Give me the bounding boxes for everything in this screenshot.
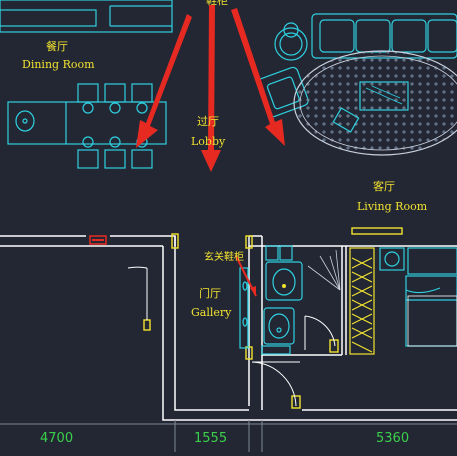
dimension-1555: 1555	[194, 431, 227, 446]
dining-chairs	[77, 83, 153, 169]
circulation-arrows	[136, 5, 285, 172]
dining-area	[0, 0, 173, 169]
dimension-line	[0, 420, 457, 452]
dimension-4700: 4700	[40, 431, 73, 446]
door-swings	[127, 266, 336, 407]
lobby-label-cn: 过厅	[197, 115, 219, 128]
arrow-left	[136, 14, 192, 148]
arrow-right	[231, 8, 285, 146]
gallery-label-en: Gallery	[191, 306, 232, 319]
coffee-table	[359, 81, 409, 111]
gallery-fixtures	[239, 245, 341, 355]
wardrobe	[349, 247, 375, 355]
wall-marker	[89, 235, 107, 245]
shoe-cabinet-label: 玄关鞋柜	[204, 250, 244, 263]
toilet-icon	[265, 261, 303, 301]
arrow-middle	[201, 5, 221, 172]
top-cut-label: 鞋柜	[206, 0, 228, 7]
lobby-label-en: Lobby	[191, 135, 226, 148]
basin-icon	[263, 307, 295, 345]
sink-icon	[15, 110, 35, 132]
dining-cabinet	[0, 0, 173, 33]
dining-label-cn: 餐厅	[46, 39, 68, 53]
living-label-en: Living Room	[357, 200, 428, 213]
area-rug	[293, 50, 457, 156]
bedroom-furniture	[379, 247, 457, 347]
gallery-label-cn: 门厅	[199, 286, 221, 300]
living-label-cn: 客厅	[373, 179, 395, 193]
dining-label-en: Dining Room	[22, 58, 95, 71]
walls	[0, 235, 457, 421]
shoe-cabinet	[239, 267, 249, 349]
bed	[405, 275, 457, 347]
dimension-5360: 5360	[376, 431, 409, 446]
side-table	[274, 27, 308, 61]
living-area	[257, 13, 457, 156]
